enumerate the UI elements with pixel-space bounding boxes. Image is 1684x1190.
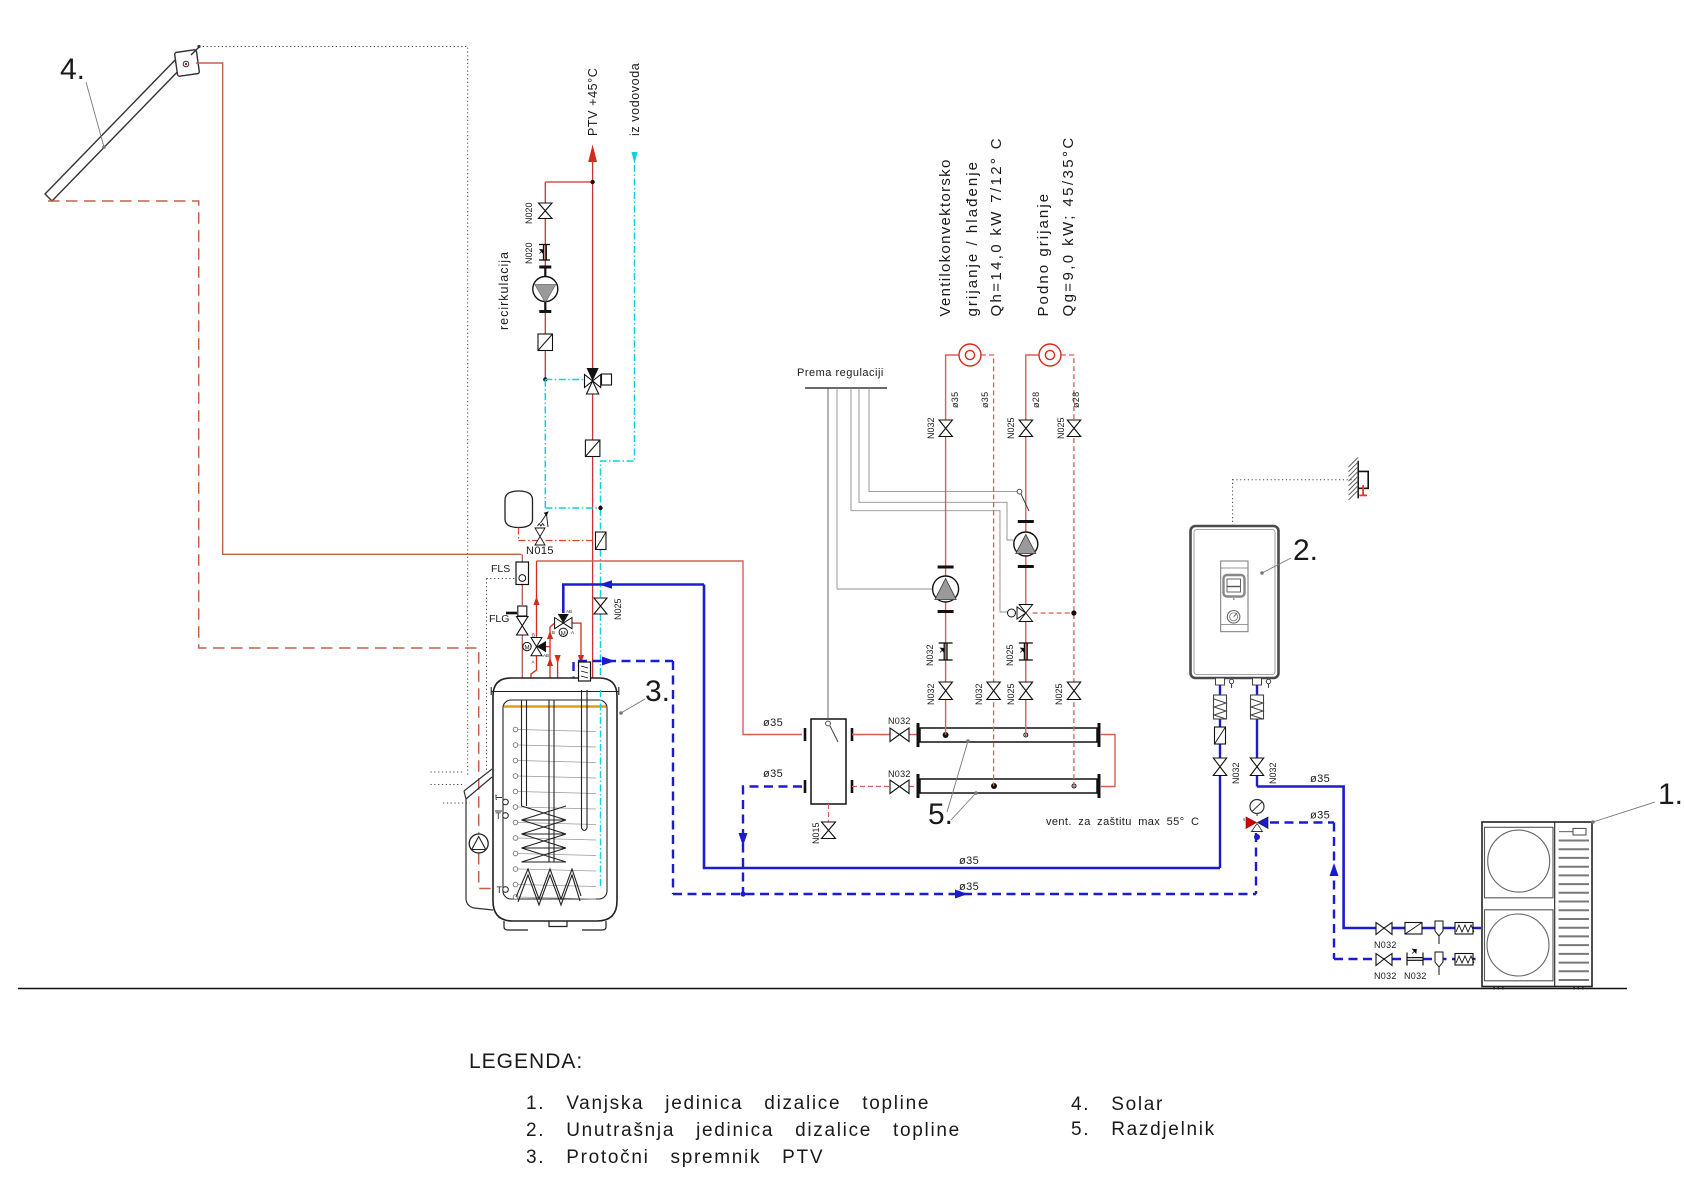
svg-text:ø35: ø35 xyxy=(1310,773,1330,785)
svg-text:ø35: ø35 xyxy=(763,768,783,780)
svg-text:B: B xyxy=(532,633,535,638)
svg-text:N032: N032 xyxy=(926,683,936,705)
svg-text:N032: N032 xyxy=(1268,762,1278,784)
svg-text:1.: 1. xyxy=(1658,778,1683,811)
svg-text:1. Vanjska jedinica dizalic: 1. Vanjska jedinica dizalice topline xyxy=(526,1093,930,1114)
svg-text:t: t xyxy=(495,793,498,802)
svg-text:A: A xyxy=(571,630,574,635)
svg-text:N032: N032 xyxy=(1231,762,1241,784)
svg-text:N025: N025 xyxy=(1005,644,1015,666)
svg-text:Prema regulaciji: Prema regulaciji xyxy=(797,367,884,379)
svg-text:N032: N032 xyxy=(888,769,911,779)
svg-text:ø35: ø35 xyxy=(980,392,990,408)
svg-text:recirkulacija: recirkulacija xyxy=(497,251,511,330)
svg-text:Qg=9,0 kW; 45/35°C: Qg=9,0 kW; 45/35°C xyxy=(1060,135,1077,316)
svg-text:N020: N020 xyxy=(524,242,534,264)
svg-text:ø35: ø35 xyxy=(959,881,979,893)
svg-text:Podno grijanje: Podno grijanje xyxy=(1035,192,1052,317)
svg-text:iz vodovoda: iz vodovoda xyxy=(628,63,642,136)
svg-text:N032: N032 xyxy=(1404,971,1427,981)
svg-text:N020: N020 xyxy=(524,202,534,224)
svg-text:ø35: ø35 xyxy=(763,717,783,729)
svg-text:4.: 4. xyxy=(60,53,85,86)
svg-text:N032: N032 xyxy=(974,683,984,705)
svg-text:ø35: ø35 xyxy=(959,855,979,867)
svg-text:grijanje / hlađenje: grijanje / hlađenje xyxy=(964,160,981,317)
svg-text:4. Solar: 4. Solar xyxy=(1071,1094,1164,1115)
svg-text:T: T xyxy=(497,885,503,895)
svg-text:FLS: FLS xyxy=(491,563,510,575)
svg-text:ø28: ø28 xyxy=(1031,392,1041,408)
svg-text:PTV +45°C: PTV +45°C xyxy=(586,68,600,136)
svg-text:N015: N015 xyxy=(526,545,554,557)
svg-text:N025: N025 xyxy=(1006,417,1016,439)
svg-text:3.: 3. xyxy=(645,675,670,708)
svg-text:AB: AB xyxy=(543,653,549,658)
svg-text:2.: 2. xyxy=(1293,534,1318,567)
svg-text:N025: N025 xyxy=(1054,683,1064,705)
svg-text:N032: N032 xyxy=(1374,940,1397,950)
svg-text:5.: 5. xyxy=(928,798,953,831)
svg-text:Ventilokonvektorsko: Ventilokonvektorsko xyxy=(937,158,954,316)
svg-text:N015: N015 xyxy=(811,822,821,844)
svg-text:N032: N032 xyxy=(1374,971,1397,981)
svg-text:N032: N032 xyxy=(926,417,936,439)
svg-text:N025: N025 xyxy=(1006,683,1016,705)
svg-text:s: s xyxy=(1243,817,1246,822)
svg-text:N025: N025 xyxy=(1056,417,1066,439)
svg-text:M: M xyxy=(561,631,566,637)
svg-text:vent. za zaštitu max 55°: vent. za zaštitu max 55° C xyxy=(1046,816,1199,828)
svg-text:AB: AB xyxy=(566,609,572,614)
svg-text:ø35: ø35 xyxy=(1310,810,1330,822)
svg-text:3. Protočni spremnik PTV: 3. Protočni spremnik PTV xyxy=(526,1147,824,1168)
svg-text:LEGENDA:: LEGENDA: xyxy=(469,1050,583,1073)
svg-text:T: T xyxy=(496,811,502,821)
svg-text:A: A xyxy=(532,660,535,665)
svg-text:N032: N032 xyxy=(925,644,935,666)
svg-text:N025: N025 xyxy=(613,598,623,620)
svg-text:2. Unutrašnja jedinica diza: 2. Unutrašnja jedinica dizalice topline xyxy=(526,1120,961,1141)
svg-text:ø35: ø35 xyxy=(950,392,960,408)
svg-text:N032: N032 xyxy=(888,716,911,726)
svg-text:FLG: FLG xyxy=(489,613,509,625)
svg-text:5. Razdjelnik: 5. Razdjelnik xyxy=(1071,1119,1216,1140)
svg-text:M: M xyxy=(525,646,530,652)
svg-text:B: B xyxy=(552,630,555,635)
svg-text:Qh=14,0 kW 7/12° C: Qh=14,0 kW 7/12° C xyxy=(988,136,1005,316)
svg-text:ø28: ø28 xyxy=(1071,392,1081,408)
